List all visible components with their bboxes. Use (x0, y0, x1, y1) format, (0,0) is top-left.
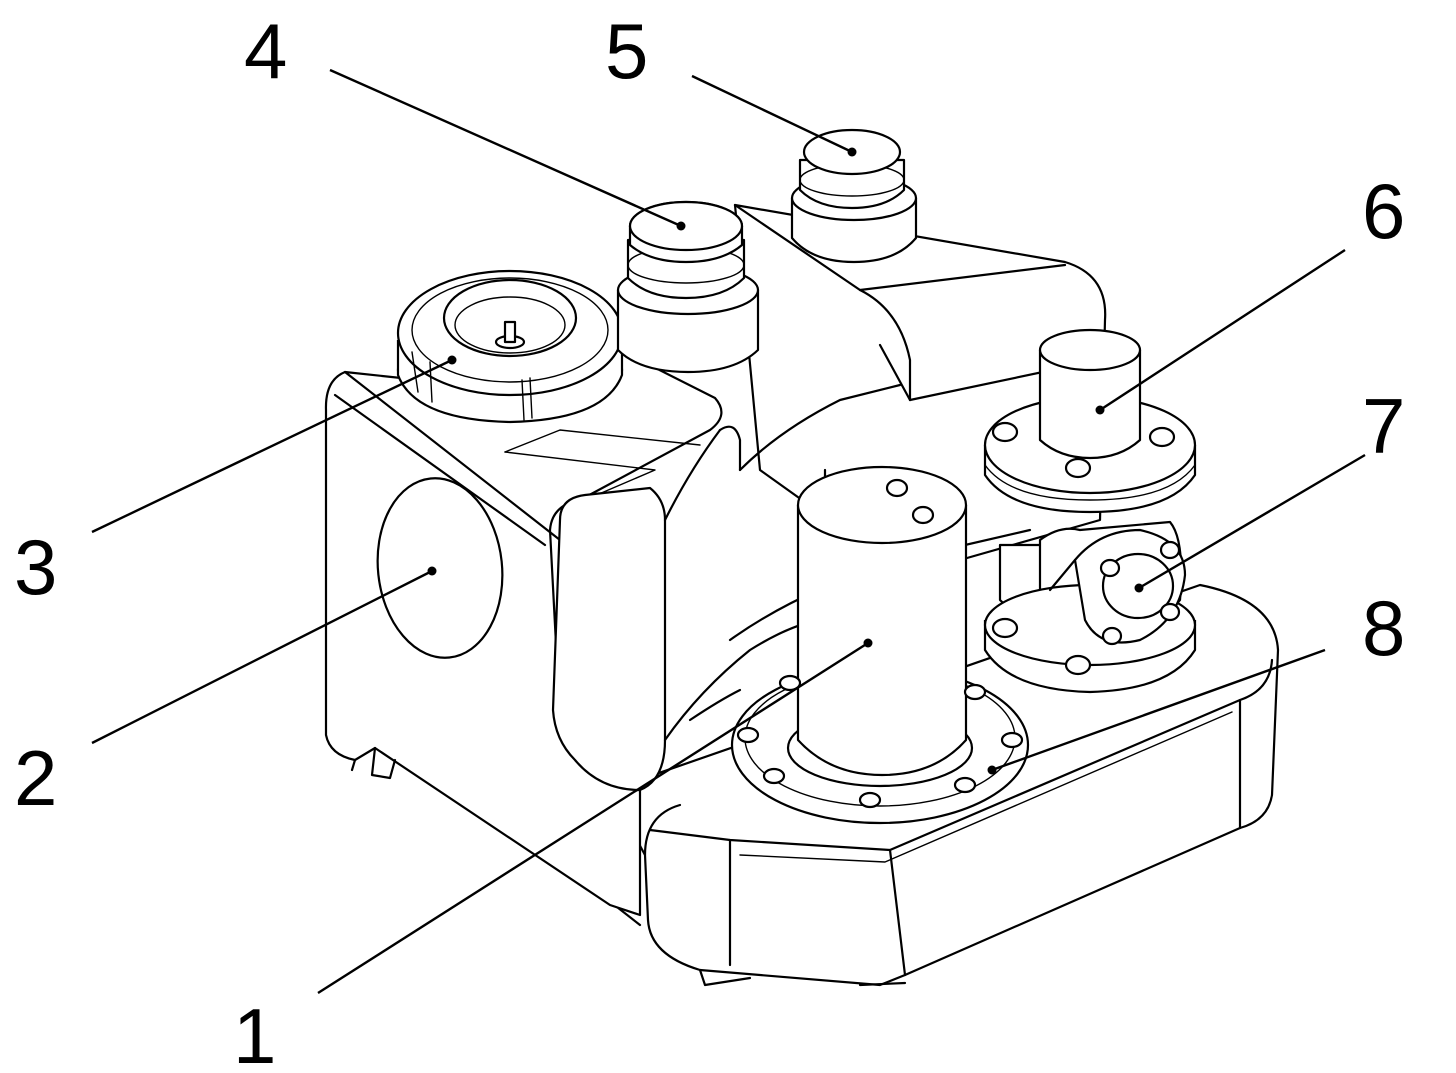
target-dot-4 (676, 221, 686, 231)
leader-dots (427, 147, 1144, 775)
rear-pipe-left (616, 200, 760, 374)
central-body (551, 383, 1032, 792)
leader-lines (91, 68, 1366, 995)
leader-5 (691, 74, 853, 154)
check-valve (983, 520, 1197, 694)
callout-2: 2 (14, 734, 57, 822)
leader-2 (91, 569, 433, 745)
target-dot-5 (847, 147, 857, 157)
callout-3: 3 (14, 523, 57, 611)
target-dot-1 (863, 638, 873, 648)
callout-7: 7 (1362, 382, 1405, 470)
target-dot-3 (447, 355, 457, 365)
callout-5: 5 (605, 7, 648, 95)
callout-4: 4 (244, 7, 287, 95)
callout-numbers: 1 2 3 4 5 6 7 8 (14, 7, 1405, 1073)
leader-3 (91, 358, 453, 534)
motor-assembly (730, 465, 1030, 825)
leader-6 (1099, 248, 1346, 412)
target-dot-2 (427, 566, 437, 576)
side-port (376, 477, 504, 659)
leader-4 (329, 68, 682, 228)
leader-1 (317, 641, 869, 995)
callout-6: 6 (1362, 167, 1405, 255)
target-dot-7 (1134, 583, 1144, 593)
callout-8: 8 (1362, 584, 1405, 672)
target-dot-6 (1095, 405, 1105, 415)
leader-8 (991, 648, 1326, 772)
callout-1: 1 (233, 992, 276, 1073)
inlet-cap (396, 269, 624, 424)
leader-7 (1138, 453, 1366, 590)
target-dot-8 (987, 765, 997, 775)
